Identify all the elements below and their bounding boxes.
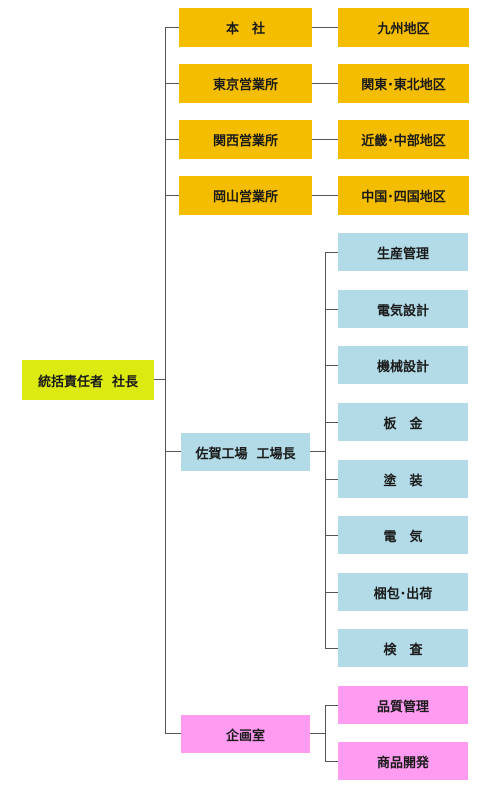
department-label: 生産管理	[376, 246, 429, 262]
region-box-kinki-chubu: 近畿･中部地区	[338, 120, 469, 159]
region-connector-line	[312, 139, 338, 140]
region-box-chugoku-shikoku: 中国･四国地区	[338, 176, 469, 215]
planning-departments-vertical-line	[325, 705, 326, 762]
planning-connector-line	[165, 733, 181, 734]
branch-box-okayama: 岡山営業所	[179, 176, 312, 215]
branch-box-kansai: 関西営業所	[179, 120, 312, 159]
region-box-kyushu: 九州地区	[338, 8, 469, 47]
department-connector-line	[325, 648, 338, 649]
department-connector-line	[325, 309, 338, 310]
department-label: 機械設計	[376, 359, 429, 375]
department-label: 検 査	[383, 642, 423, 658]
region-box-kanto-tohoku: 関東･東北地区	[338, 64, 469, 103]
branch-label: 岡山営業所	[212, 190, 278, 205]
root-box: 統括責任者 社長	[22, 360, 154, 400]
department-connector-line	[325, 705, 338, 706]
department-label: 板 金	[383, 416, 423, 432]
branch-connector-line	[165, 195, 179, 196]
branch-connector-line	[165, 139, 179, 140]
region-label: 関東･東北地区	[361, 78, 446, 93]
region-connector-line	[312, 27, 338, 28]
department-box-mechanical-design: 機械設計	[338, 346, 468, 384]
region-connector-line	[312, 195, 338, 196]
region-label: 近畿･中部地区	[361, 134, 446, 149]
department-connector-line	[325, 592, 338, 593]
department-box-packing-shipping: 梱包･出荷	[338, 573, 468, 611]
department-label: 電気設計	[376, 303, 429, 319]
department-box-inspection: 検 査	[338, 629, 468, 667]
trunk-vertical-line	[165, 27, 166, 734]
root-label: 統括責任者 社長	[37, 374, 139, 390]
department-box-production-control: 生産管理	[338, 233, 468, 271]
plant-box: 佐賀工場 工場長	[181, 433, 310, 471]
branch-label: 本 社	[225, 22, 265, 37]
branch-connector-line	[165, 83, 179, 84]
department-label: 塗 装	[383, 473, 423, 489]
plant-connector-line	[165, 451, 181, 452]
department-connector-line	[325, 252, 338, 253]
department-box-quality-control: 品質管理	[338, 686, 468, 724]
branch-connector-line	[165, 27, 179, 28]
plant-departments-vertical-line	[325, 252, 326, 648]
region-label: 九州地区	[377, 22, 430, 37]
root-connector-line	[154, 379, 166, 380]
plant-trunk-line	[310, 451, 326, 452]
branch-label: 関西営業所	[212, 134, 278, 149]
department-box-painting: 塗 装	[338, 460, 468, 498]
department-label: 商品開発	[376, 755, 429, 771]
planning-box: 企画室	[181, 715, 310, 753]
department-label: 電 気	[383, 529, 423, 545]
branch-box-honsha: 本 社	[179, 8, 312, 47]
department-box-electrical: 電 気	[338, 516, 468, 554]
branch-box-tokyo: 東京営業所	[179, 64, 312, 103]
department-label: 品質管理	[376, 699, 429, 715]
department-box-product-development: 商品開発	[338, 742, 468, 780]
department-connector-line	[325, 422, 338, 423]
region-label: 中国･四国地区	[361, 190, 446, 205]
department-connector-line	[325, 535, 338, 536]
department-connector-line	[325, 479, 338, 480]
department-box-electrical-design: 電気設計	[338, 290, 468, 328]
plant-label: 佐賀工場 工場長	[195, 446, 296, 462]
department-connector-line	[325, 761, 338, 762]
planning-trunk-line	[310, 733, 326, 734]
branch-label: 東京営業所	[212, 78, 278, 93]
department-box-sheet-metal: 板 金	[338, 403, 468, 441]
planning-label: 企画室	[225, 728, 265, 744]
department-label: 梱包･出荷	[373, 586, 433, 602]
region-connector-line	[312, 83, 338, 84]
department-connector-line	[325, 365, 338, 366]
